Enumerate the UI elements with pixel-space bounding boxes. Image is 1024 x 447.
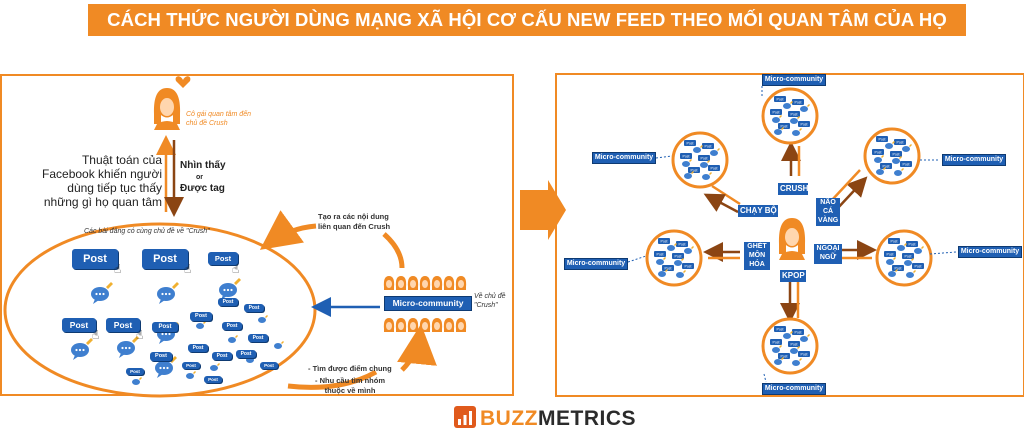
- posts-header: Các bài đăng có cùng chủ đề về "Crush": [84, 228, 210, 235]
- or-label: or: [196, 174, 203, 181]
- topic-kpop: KPOP: [780, 270, 806, 282]
- hand-cursor-icon: ☝: [114, 262, 122, 276]
- post-button: Post: [190, 312, 212, 321]
- post-button: Post: [260, 362, 278, 369]
- create-content-text: Tạo ra các nội dung liên quan đến Crush: [318, 212, 391, 231]
- post-button: Post: [244, 304, 264, 312]
- post-button: Post: [236, 350, 256, 358]
- post-button: Post: [142, 249, 188, 269]
- post-button: Post: [248, 334, 268, 342]
- post-button: Post: [204, 376, 222, 383]
- algorithm-text: Thuật toán của Facebook khiến người dùng…: [42, 153, 162, 209]
- buzzmetrics-logo: BUZZMETRICS: [480, 404, 636, 434]
- community-cluster-upper-right: [865, 129, 919, 183]
- need-group-text: - Nhu cầu tìm nhóm thuộc về mình: [315, 376, 385, 395]
- hand-cursor-icon: ☝: [232, 262, 240, 276]
- community-cluster-top: [763, 89, 817, 143]
- find-common-text: - Tìm được điểm chung: [308, 364, 392, 373]
- find-arrow: [397, 324, 437, 372]
- community-cluster-right: [877, 231, 931, 285]
- micro-community-box: Micro-community: [384, 296, 472, 311]
- community-heads-top: [383, 276, 467, 290]
- post-button: Post: [212, 352, 232, 360]
- topic-nao-ca-vang: NÃO CÁ VÀNG: [816, 198, 840, 226]
- girl-icon: [153, 88, 181, 130]
- topic-crush: CRUSH: [778, 183, 809, 195]
- topic-chay-bo: CHẠY BỘ: [738, 205, 778, 217]
- post-button: Post: [182, 362, 200, 369]
- hand-cursor-icon: ☝: [92, 328, 100, 342]
- create-arrow-tail: [382, 232, 405, 269]
- post-button: Post: [218, 298, 238, 306]
- post-button: Post: [62, 318, 96, 332]
- center-girl-icon: [778, 218, 806, 260]
- post-button: Post: [150, 352, 172, 361]
- logo-metrics: METRICS: [538, 407, 636, 430]
- hand-cursor-icon: ☝: [136, 328, 144, 342]
- left-panel: [0, 74, 514, 396]
- micro-community-label-top: Micro-community: [762, 74, 826, 86]
- hand-cursor-icon: ☝: [184, 262, 192, 276]
- post-button: Post: [152, 322, 178, 332]
- heart-icon: [175, 76, 191, 88]
- micro-community-label-upper-left: Micro-community: [592, 152, 656, 164]
- topic-ngoai-ngu: NGOẠI NGỮ: [814, 244, 842, 264]
- micro-community-label-right: Micro-community: [958, 246, 1022, 258]
- micro-community-label-bottom: Micro-community: [762, 383, 826, 395]
- topic-ghet-mon-hoa: GHÉT MÔN HÓA: [744, 242, 770, 270]
- community-cluster-upper-left: [673, 133, 727, 187]
- girl-caption: Cô gái quan tâm đến chủ đề Crush: [186, 111, 251, 127]
- post-button: Post: [72, 249, 118, 269]
- logo-wordmark: BUZZMETRICS: [480, 407, 636, 431]
- seen-label: Nhìn thấy: [180, 160, 226, 171]
- post-button: Post: [208, 252, 238, 265]
- find-arrow-tail: [287, 369, 378, 390]
- post-button: Post: [126, 368, 144, 375]
- buzzmetrics-logo-icon: [454, 406, 476, 428]
- micro-community-label-left: Micro-community: [564, 258, 628, 270]
- post-button: Post: [188, 344, 208, 352]
- about-crush-text: Về chủ đề "Crush": [474, 293, 506, 309]
- community-cluster-left: [647, 231, 701, 285]
- post-button: Post: [106, 318, 140, 332]
- transition-arrow: [520, 180, 566, 240]
- logo-buzz: BUZZ: [480, 407, 538, 430]
- community-heads-bottom: [383, 318, 467, 332]
- create-arrow: [259, 210, 317, 250]
- post-button: Post: [222, 322, 242, 330]
- page-title: CÁCH THỨC NGƯỜI DÙNG MẠNG XÃ HỘI CƠ CẤU …: [88, 4, 966, 36]
- micro-community-label-upper-right: Micro-community: [942, 154, 1006, 166]
- community-cluster-bottom: [763, 319, 817, 373]
- tagged-label: Được tag: [180, 183, 225, 194]
